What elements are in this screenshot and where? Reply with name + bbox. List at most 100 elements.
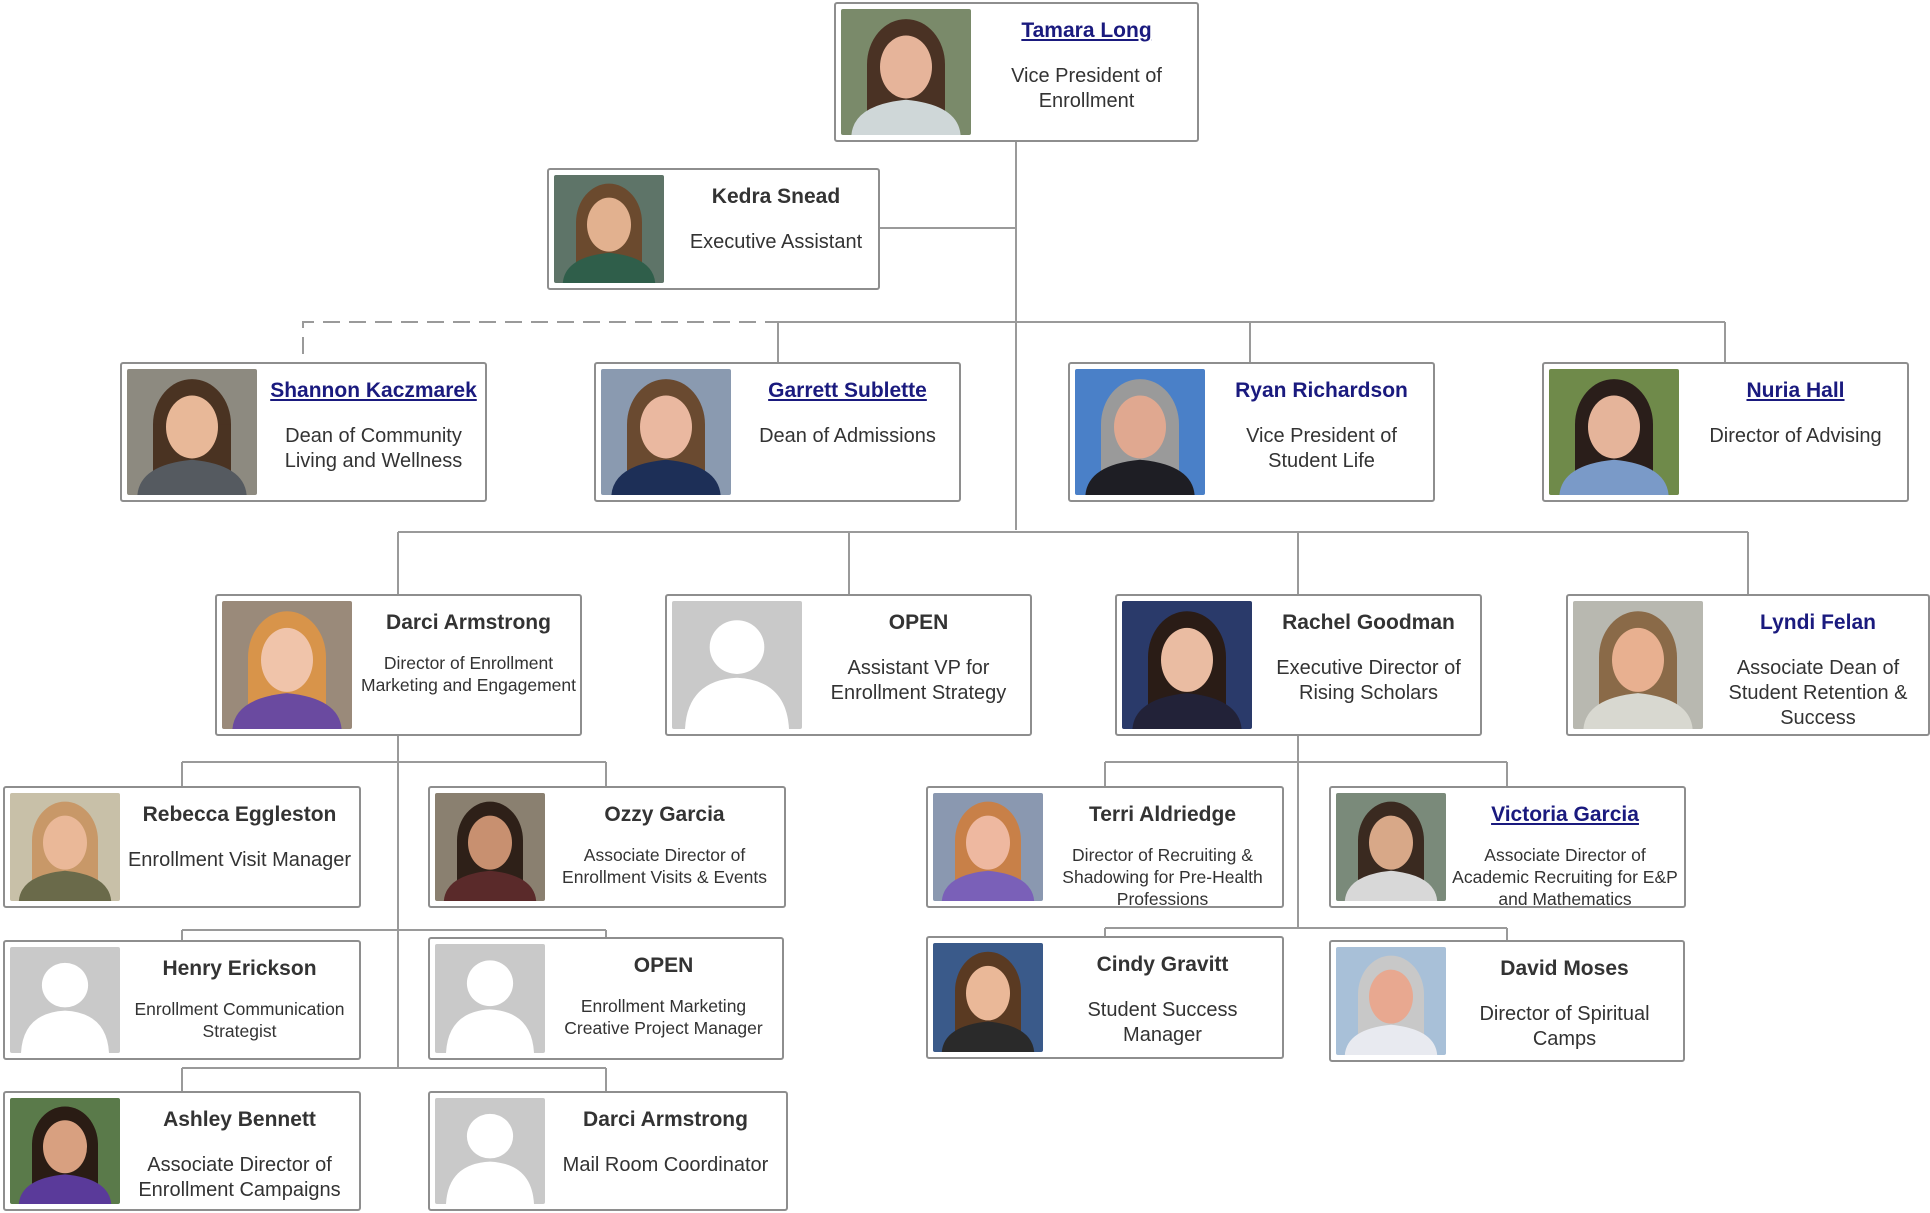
person-name: Cindy Gravitt [1096, 953, 1229, 976]
person-info: OPEN Enrollment Marketing Creative Projec… [545, 939, 782, 1058]
placeholder-avatar [435, 944, 545, 1053]
portrait-photo [933, 943, 1043, 1052]
person-name-link[interactable]: Victoria Garcia [1491, 803, 1639, 826]
person-name-link[interactable]: Shannon Kaczmarek [270, 379, 477, 402]
person-title: Dean of Community Living and Wellness [284, 425, 463, 472]
avatar [10, 1098, 120, 1204]
person-title: Associate Director of Enrollment Campaig… [138, 1154, 341, 1201]
avatar [1336, 793, 1446, 901]
person-title: Mail Room Coordinator [562, 1154, 769, 1176]
person-title: Dean of Admissions [759, 425, 936, 447]
person-name: Ryan Richardson [1235, 379, 1408, 402]
person-title: Associate Director of Enrollment Visits … [562, 845, 767, 887]
person-name: Ozzy Garcia [604, 803, 725, 826]
person-title: Director of Enrollment Marketing and Eng… [361, 653, 576, 695]
portrait-photo [435, 793, 545, 901]
portrait-photo [1336, 947, 1446, 1055]
connector-darci-row3 [181, 1067, 607, 1093]
person-title: Enrollment Communication Strategist [134, 999, 345, 1041]
person-placeholder-icon [10, 947, 120, 1053]
avatar [841, 9, 971, 135]
person-placeholder-icon [435, 1098, 545, 1204]
avatar [1336, 947, 1446, 1055]
person-name: Kedra Snead [711, 185, 841, 208]
portrait-photo [222, 601, 352, 729]
portrait-photo [10, 1098, 120, 1204]
person-name-link[interactable]: Garrett Sublette [768, 379, 927, 402]
person-name-link[interactable]: Nuria Hall [1746, 379, 1845, 402]
person-name: Lyndi Felan [1760, 611, 1876, 634]
person-title: Executive Director of Rising Scholars [1276, 657, 1461, 704]
person-name: David Moses [1500, 957, 1629, 980]
person-placeholder-icon [672, 601, 802, 729]
person-name: OPEN [633, 954, 694, 977]
person-placeholder-icon [435, 944, 545, 1053]
person-title: Associate Dean of Student Retention & Su… [1728, 657, 1908, 729]
person-name: Ashley Bennett [163, 1108, 316, 1131]
avatar [222, 601, 352, 729]
portrait-photo [554, 175, 664, 283]
person-title: Executive Assistant [689, 231, 863, 253]
person-title: Director of Spiritual Camps [1479, 1003, 1650, 1050]
person-name: Rebecca Eggleston [142, 803, 337, 826]
portrait-photo [1573, 601, 1703, 729]
person-title: Enrollment Marketing Creative Project Ma… [564, 996, 763, 1038]
person-name: Darci Armstrong [386, 611, 551, 634]
person-title: Director of Recruiting & Shadowing for P… [1062, 845, 1263, 909]
avatar [1122, 601, 1252, 729]
avatar [1549, 369, 1679, 495]
placeholder-avatar [672, 601, 802, 729]
person-name-link[interactable]: Tamara Long [1021, 19, 1152, 42]
person-title: Director of Advising [1709, 425, 1882, 447]
connector-rachel-row1 [1104, 761, 1508, 788]
avatar [435, 793, 545, 901]
placeholder-avatar [10, 947, 120, 1053]
portrait-photo [1336, 793, 1446, 901]
person-name: Terri Aldriedge [1088, 803, 1237, 826]
person-card-open2[interactable]: OPEN Enrollment Marketing Creative Projec… [428, 937, 784, 1060]
placeholder-avatar [435, 1098, 545, 1204]
connector-darci-row1 [181, 761, 607, 788]
avatar [933, 793, 1043, 901]
connector-level3-drops [397, 532, 1749, 596]
avatar [933, 943, 1043, 1052]
avatar [1075, 369, 1205, 495]
avatar [1573, 601, 1703, 729]
